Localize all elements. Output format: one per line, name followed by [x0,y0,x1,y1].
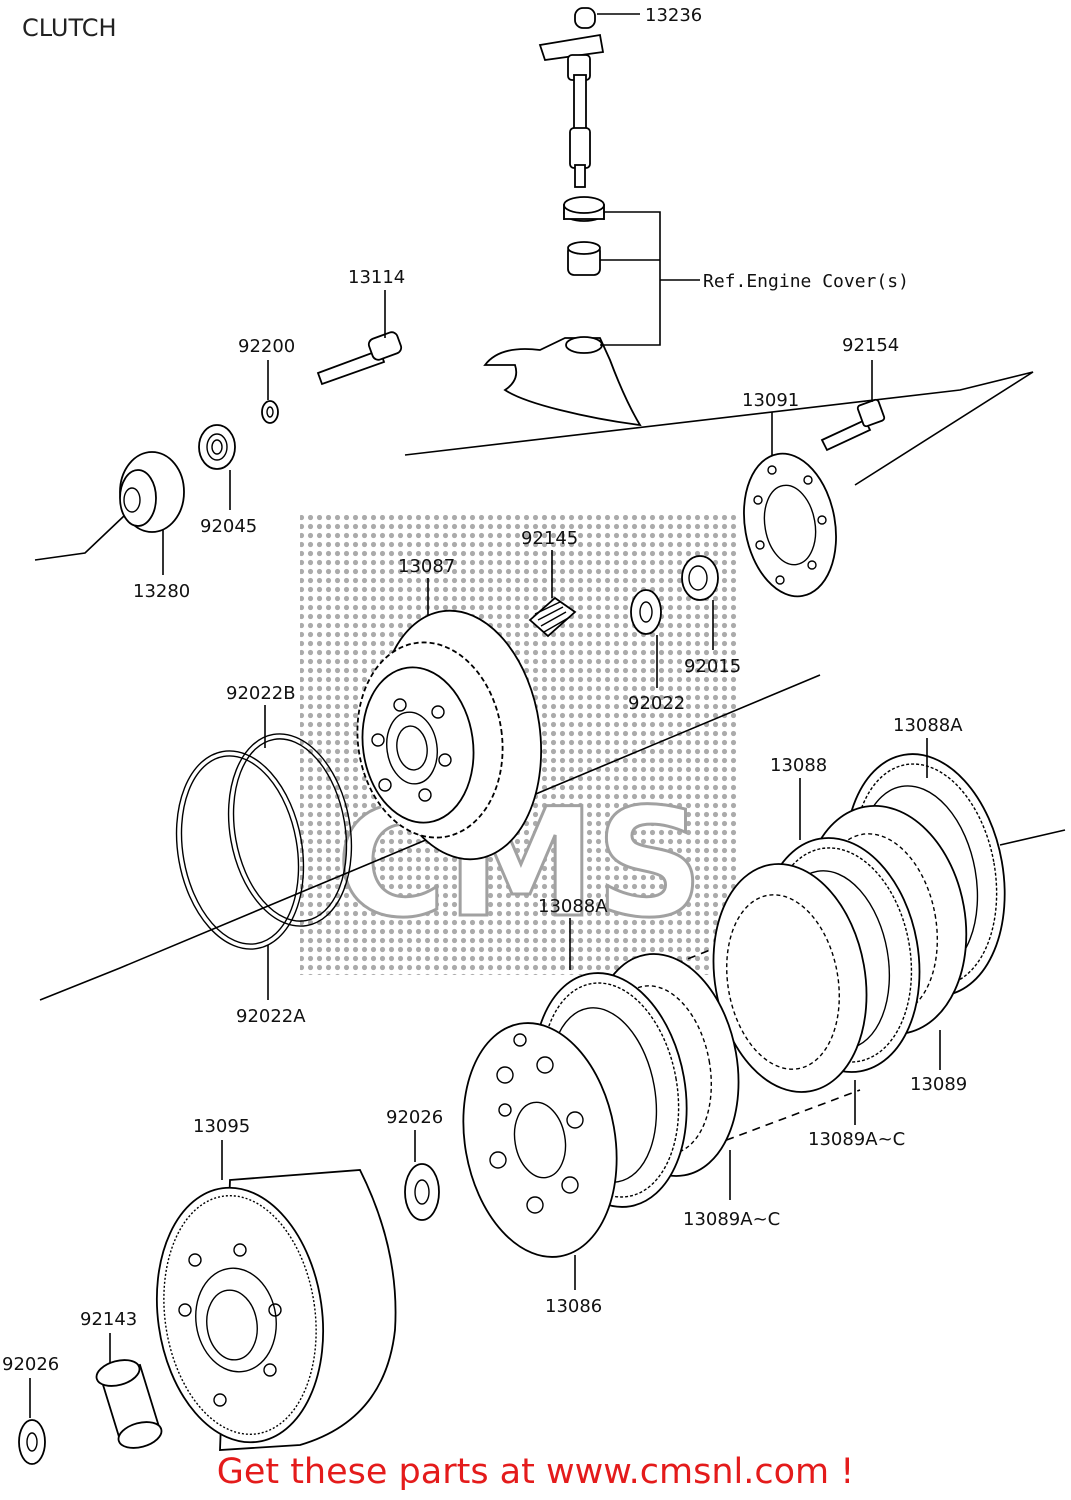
label-92026-mid[interactable]: 92026 [386,1107,443,1128]
part-92022B-circlip[interactable] [214,724,366,936]
label-92022[interactable]: 92022 [628,693,685,714]
part-13089AC-steel-plate-1[interactable] [696,852,884,1105]
part-13086-pressure-plate[interactable] [446,1011,635,1269]
label-13236[interactable]: 13236 [645,5,702,26]
label-13089AC-2[interactable]: 13089A~C [683,1209,780,1230]
label-92022A[interactable]: 92022A [236,1006,306,1027]
label-92026-left[interactable]: 92026 [2,1354,59,1375]
page-title: CLUTCH [22,14,117,42]
label-92200[interactable]: 92200 [238,336,295,357]
label-13095[interactable]: 13095 [193,1116,250,1137]
part-92143-sleeve[interactable] [94,1356,165,1453]
part-13236-release-shaft[interactable] [538,7,605,188]
part-13091-plate[interactable] [733,446,847,603]
engine-cover-section [483,336,642,427]
part-13095-clutch-housing[interactable] [141,1169,397,1453]
label-13114[interactable]: 13114 [348,267,405,288]
label-92154[interactable]: 92154 [842,335,899,356]
footer-link[interactable]: Get these parts at www.cmsnl.com ! [216,1452,855,1492]
label-13088A-top[interactable]: 13088A [893,715,963,736]
label-92022B[interactable]: 92022B [226,683,296,704]
label-13089AC-1[interactable]: 13089A~C [808,1129,905,1150]
part-92200-washer[interactable] [261,400,279,424]
engine-cover-seal[interactable] [563,196,605,222]
part-92154-bolt[interactable] [820,398,886,452]
label-13088[interactable]: 13088 [770,755,827,776]
label-92143[interactable]: 92143 [80,1309,137,1330]
engine-cover-needle-bearing[interactable] [567,241,601,276]
part-92022-washer[interactable] [630,589,662,635]
label-13089[interactable]: 13089 [910,1074,967,1095]
part-13114-push-rod[interactable] [316,331,403,386]
part-92026-washer-mid[interactable] [404,1163,440,1221]
ref-engine-cover-note: Ref.Engine Cover(s) [703,271,909,292]
part-92045-bearing[interactable] [198,424,236,470]
ref-bracket [600,211,661,346]
part-13280-pusher[interactable] [119,451,185,533]
label-13088A-mid[interactable]: 13088A [538,896,608,917]
part-13087-clutch-hub[interactable] [345,600,557,870]
label-92145[interactable]: 92145 [521,528,578,549]
part-92145-spring[interactable] [528,596,577,638]
leader-lines [29,13,941,1418]
part-92026-washer-left[interactable] [18,1419,46,1465]
label-13280[interactable]: 13280 [133,581,190,602]
label-13091[interactable]: 13091 [742,390,799,411]
part-labels: 13236 Ref.Engine Cover(s) 13114 92200 92… [2,5,967,1375]
label-92015[interactable]: 92015 [684,656,741,677]
part-92015-nut[interactable] [681,555,719,601]
label-13087[interactable]: 13087 [398,556,455,577]
part-92022A-circlip[interactable] [162,741,319,959]
label-13086[interactable]: 13086 [545,1296,602,1317]
label-92045[interactable]: 92045 [200,516,257,537]
